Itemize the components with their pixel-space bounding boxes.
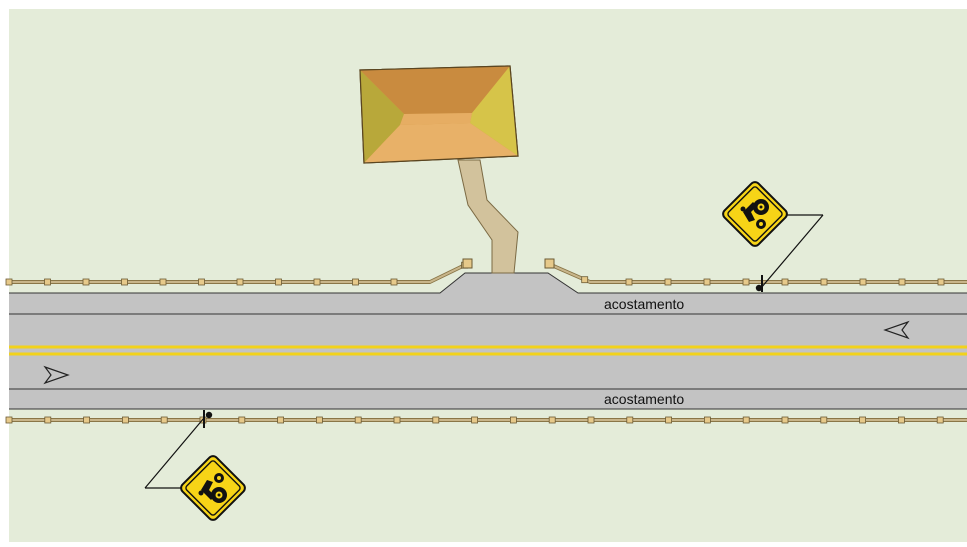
warning-sign-top (722, 181, 824, 292)
fence-post (44, 416, 52, 424)
road (9, 272, 967, 410)
tractor-icon (740, 199, 769, 229)
fence-post (44, 278, 51, 286)
fence-post (390, 278, 398, 286)
farm-machinery-warning-sign-bottom (180, 455, 246, 521)
fence-wire (9, 263, 468, 283)
fence-post (121, 278, 128, 286)
fence-post (354, 416, 362, 424)
fence-post (83, 416, 90, 424)
fence-post (820, 416, 828, 424)
fence-post (781, 278, 789, 286)
direction-arrow-right-icon (43, 365, 70, 385)
sign-location-dot-bottom (205, 411, 213, 419)
fence-post (664, 278, 672, 286)
fence-post (742, 278, 750, 286)
warning-sign-bottom (144, 410, 246, 521)
fence-rail (9, 265, 468, 284)
fence-post (665, 416, 672, 424)
roof-face-right (470, 66, 518, 156)
fence-post (936, 416, 944, 424)
fence-post (548, 416, 556, 424)
fence-post (471, 416, 479, 424)
fence-post (313, 278, 321, 286)
gate-post-right (544, 258, 555, 269)
fence-post (625, 278, 633, 286)
roof-face-bottom (364, 123, 518, 163)
fence-post (5, 278, 13, 286)
fence-post (898, 278, 906, 286)
direction-arrow-left-icon (883, 320, 910, 340)
fence-post (626, 416, 634, 424)
fence-post (198, 278, 205, 286)
fence-post (160, 416, 168, 424)
fence-post (781, 416, 789, 424)
sign-location-dot-top (755, 284, 763, 292)
roof-face-top (360, 66, 510, 114)
fence-wire (548, 263, 967, 283)
fence-post (742, 416, 750, 424)
fence-post (859, 416, 866, 424)
roof-edge (359, 65, 519, 164)
fence-post (937, 278, 945, 286)
fence-post (704, 416, 711, 424)
shoulder-top-surface (9, 273, 967, 314)
shoulder-label-bottom: acostamento (604, 391, 684, 407)
roof-face-left (360, 70, 404, 163)
gate-post-left (462, 258, 473, 269)
fence-post (393, 416, 401, 424)
fence-post (432, 416, 440, 424)
fence-post (275, 278, 282, 286)
fence-post (277, 416, 285, 424)
fence-rail (548, 265, 967, 284)
driveway (457, 159, 519, 274)
fence-rail (548, 262, 967, 281)
farm-machinery-warning-sign-top (722, 181, 788, 247)
fence-post (898, 416, 905, 424)
fence-bottom (5, 416, 967, 424)
sign-leader-top-2 (760, 214, 824, 289)
fence-rail (9, 262, 468, 281)
sign-leader-bottom-1 (144, 417, 205, 489)
carriageway (9, 314, 967, 390)
house (359, 65, 519, 164)
roof-ridge (400, 113, 472, 125)
fence-post (238, 416, 246, 424)
fence-post (82, 278, 90, 286)
fence-post (122, 416, 129, 424)
shoulder-bottom-surface (9, 390, 967, 409)
fence-post (5, 416, 13, 424)
fence-post (581, 276, 589, 284)
shoulder-label-top: acostamento (604, 296, 684, 312)
fence-post (315, 416, 323, 424)
fence-post (859, 278, 867, 286)
fence-post (159, 278, 167, 286)
fence-post (352, 278, 359, 286)
fence-post (236, 278, 244, 286)
fence-post (587, 416, 595, 424)
tractor-icon (198, 473, 227, 503)
fence-post (509, 416, 517, 424)
fence-post (703, 278, 711, 286)
fence-post (820, 278, 828, 286)
